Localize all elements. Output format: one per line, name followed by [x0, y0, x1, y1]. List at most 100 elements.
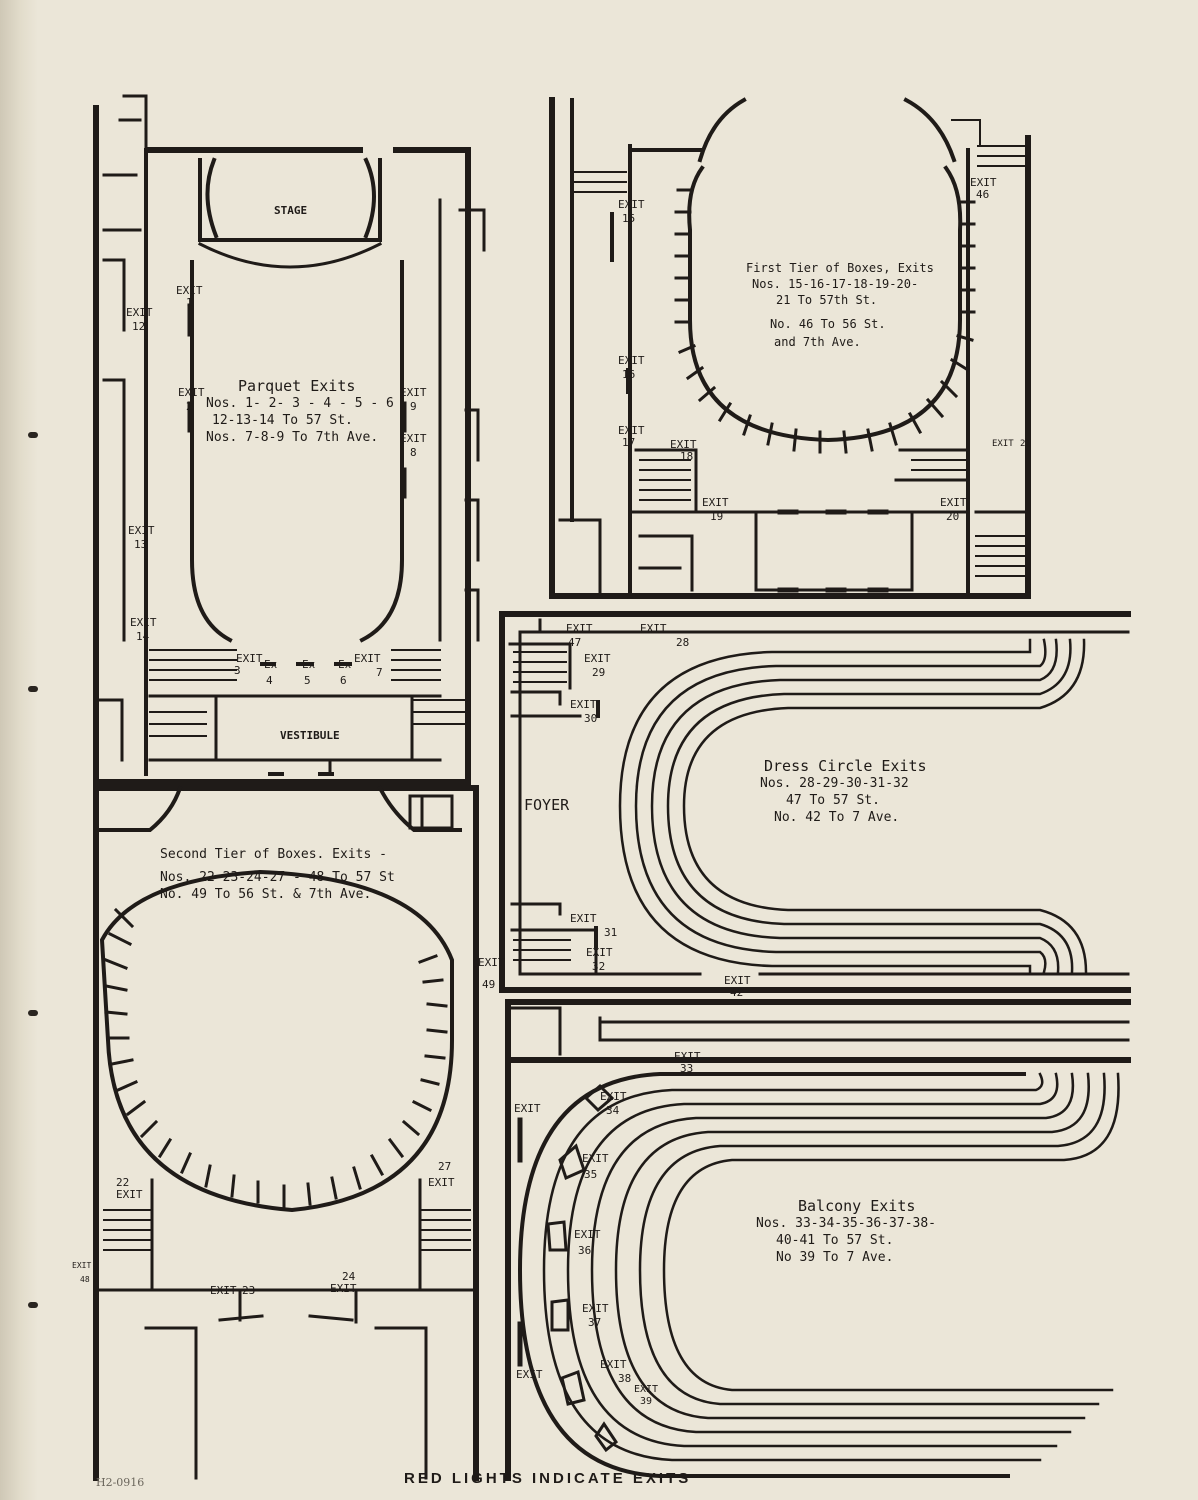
svg-text:EXIT: EXIT: [330, 1282, 357, 1295]
parquet-stage-proscenium: [198, 157, 382, 242]
svg-text:13: 13: [134, 538, 147, 551]
exit-35-label: EXIT 35: [582, 1152, 609, 1181]
dress-circle-line-1: Nos. 28-29-30-31-32: [760, 776, 909, 791]
svg-text:EXIT: EXIT: [570, 912, 597, 925]
svg-text:2: 2: [186, 400, 193, 413]
svg-text:12: 12: [132, 320, 145, 333]
dress-circle-stairs: [513, 651, 571, 961]
svg-text:Ex: Ex: [338, 658, 352, 671]
svg-text:16: 16: [622, 368, 635, 381]
svg-text:8: 8: [410, 446, 417, 459]
first-tier-box-partitions: [674, 188, 976, 454]
svg-text:18: 18: [680, 450, 693, 463]
dress-circle-foyer-rooms: [508, 618, 598, 976]
first-tier-title: First Tier of Boxes, Exits: [746, 261, 934, 275]
svg-text:EXIT: EXIT: [670, 438, 697, 451]
svg-text:EXIT: EXIT: [478, 956, 505, 969]
parquet-vestibule-walls: [94, 694, 442, 776]
parquet-orchestra-outline: [190, 260, 404, 643]
second-tier-line-1: Nos. 22-23-24-27 - 48 To 57 St: [160, 870, 395, 885]
first-tier-notes: First Tier of Boxes, Exits Nos. 15-16-17…: [746, 260, 934, 350]
svg-text:EXIT: EXIT: [600, 1090, 627, 1103]
svg-text:EXIT: EXIT: [640, 622, 667, 635]
binding-stitch: [28, 1010, 38, 1016]
svg-text:46: 46: [976, 188, 989, 201]
binding-spine: [0, 0, 38, 1500]
svg-text:30: 30: [584, 712, 597, 725]
svg-text:22: 22: [116, 1176, 129, 1189]
exit-4-label: Ex4: [264, 658, 278, 687]
dress-circle-inner-walls: [518, 630, 1130, 976]
binding-stitch: [28, 432, 38, 438]
svg-text:32: 32: [592, 960, 605, 973]
svg-text:EXIT: EXIT: [72, 1261, 91, 1270]
svg-text:EXIT: EXIT: [176, 284, 203, 297]
svg-text:EXIT: EXIT: [618, 354, 645, 367]
svg-text:EXIT: EXIT: [570, 698, 597, 711]
svg-text:EXIT: EXIT: [126, 306, 153, 319]
svg-text:37: 37: [588, 1316, 601, 1329]
vestibule-label: VESTIBULE: [280, 729, 340, 742]
balcony-horseshoe-rows: [542, 1072, 1120, 1462]
svg-text:49: 49: [482, 978, 495, 991]
parquet-rear-exit-doors: [260, 662, 352, 776]
first-tier-line-2: 21 To 57th St.: [776, 293, 878, 307]
first-tier-lower-doors: [777, 509, 889, 593]
second-tier-top-arcs: [94, 785, 462, 832]
first-tier-exit-markers: [610, 212, 630, 394]
svg-text:EXIT: EXIT: [428, 1176, 455, 1189]
parquet-stage-edge: [197, 241, 383, 269]
balcony-walls: [505, 999, 1131, 1481]
svg-text:EXIT: EXIT: [236, 652, 263, 665]
exit-5-label: Ex5: [302, 658, 316, 687]
svg-text:EXIT: EXIT: [600, 1358, 627, 1371]
first-tier-line-4: and 7th Ave.: [774, 335, 861, 349]
parquet-outer-wall: [93, 105, 471, 785]
dress-circle-exit-markers: [594, 700, 600, 948]
parquet-notes: Parquet Exits Nos. 1- 2- 3 - 4 - 5 - 6 1…: [206, 378, 394, 446]
dress-circle-walls: [499, 611, 1131, 993]
exit-balcony-left-upper-label: EXIT: [514, 1102, 541, 1115]
svg-text:35: 35: [584, 1168, 597, 1181]
svg-text:EXIT: EXIT: [618, 198, 645, 211]
svg-text:EXIT: EXIT: [130, 616, 157, 629]
balcony-line-2: 40-41 To 57 St.: [776, 1233, 894, 1248]
footer-caption: RED LIGHTS INDICATE EXITS: [404, 1470, 692, 1487]
balcony-aisle-wall: [517, 1072, 1026, 1478]
svg-text:EXIT: EXIT: [584, 652, 611, 665]
first-tier-plan: [549, 97, 1031, 599]
second-tier-plan: [93, 785, 479, 1481]
svg-text:17: 17: [622, 436, 635, 449]
dress-circle-line-3: No. 42 To 7 Ave.: [774, 810, 900, 825]
second-tier-line-2: No. 49 To 56 St. & 7th Ave.: [160, 887, 372, 902]
parquet-exit-markers: [187, 303, 407, 499]
svg-text:EXIT: EXIT: [178, 386, 205, 399]
svg-text:19: 19: [710, 510, 723, 523]
svg-text:Ex: Ex: [264, 658, 278, 671]
dress-circle-line-2: 47 To 57 St.: [786, 793, 880, 808]
parquet-right-inner-wall: [438, 198, 486, 642]
svg-text:EXIT: EXIT: [674, 1050, 701, 1063]
parquet-title: Parquet Exits: [238, 377, 356, 395]
first-tier-top-arcs: [628, 97, 957, 163]
svg-text:EXIT: EXIT: [582, 1152, 609, 1165]
